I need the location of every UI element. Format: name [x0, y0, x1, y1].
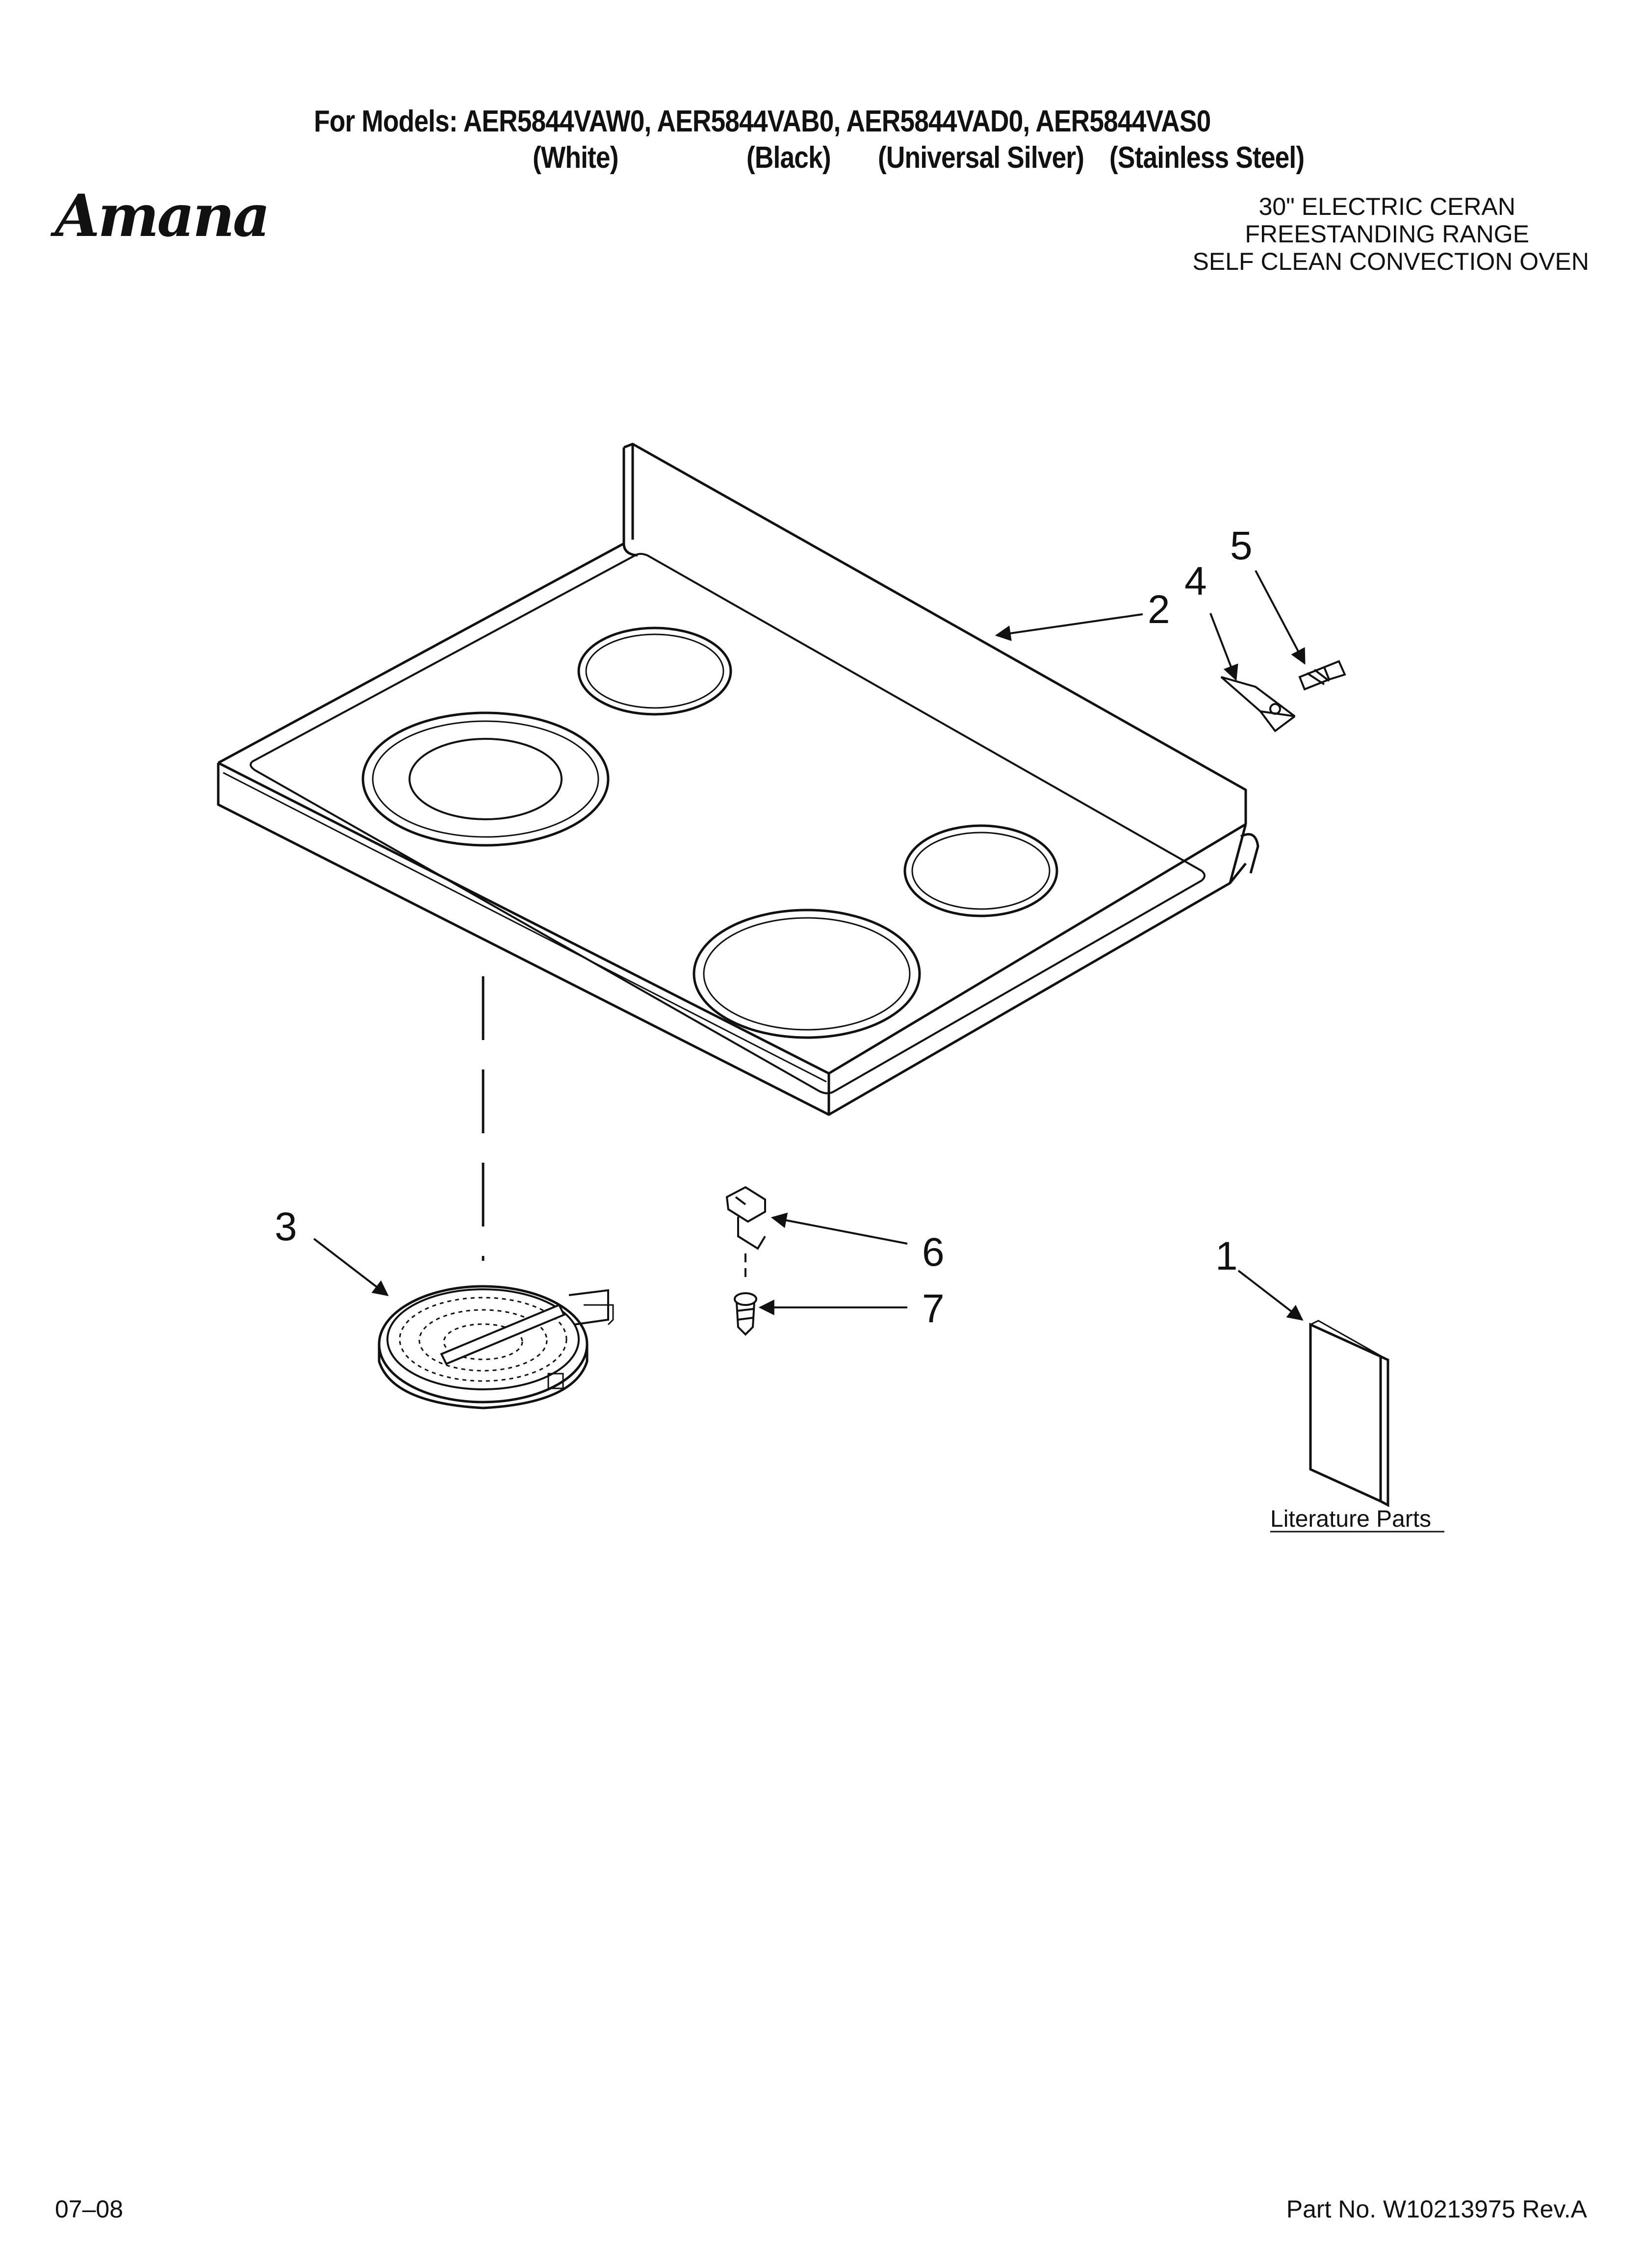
literature-booklet	[1309, 1320, 1389, 1508]
callout-4: 4	[1184, 559, 1207, 603]
callout-1: 1	[1215, 1234, 1238, 1278]
product-description-line-2: FREESTANDING RANGE	[1245, 220, 1529, 248]
footer-date: 07–08	[55, 2195, 124, 2223]
terminal-bracket	[1220, 676, 1296, 732]
callout-7: 7	[922, 1286, 945, 1331]
product-description-line-1: 30" ELECTRIC CERAN	[1258, 193, 1515, 220]
clip-screw	[734, 1292, 757, 1336]
footer-part-number: Part No. W10213975 Rev.A	[1286, 2195, 1587, 2223]
callout-2: 2	[1148, 587, 1170, 632]
amana-logo: Amana	[55, 182, 270, 250]
screw	[1298, 660, 1346, 691]
models-line: For Models: AER5844VAW0, AER5844VAB0, AE…	[314, 104, 1211, 138]
literature-parts-label: Literature Parts	[1270, 1506, 1431, 1532]
callout-3: 3	[275, 1204, 297, 1249]
callout-5: 5	[1230, 523, 1253, 568]
radiant-surface-element	[378, 1285, 614, 1409]
cooktop-glass-assembly	[217, 443, 1259, 1116]
color-label-black: (Black)	[746, 141, 831, 175]
product-description-line-3: SELF CLEAN CONVECTION OVEN	[1192, 248, 1590, 275]
cooktop-clip	[725, 1186, 766, 1250]
leader-arrows	[313, 570, 1306, 1321]
burner-rings	[361, 626, 1058, 1039]
color-label-stainless-steel: (Stainless Steel)	[1109, 141, 1305, 175]
callout-6: 6	[922, 1230, 945, 1275]
color-label-universal-silver: (Universal Silver)	[878, 141, 1084, 175]
color-label-white: (White)	[533, 141, 618, 175]
